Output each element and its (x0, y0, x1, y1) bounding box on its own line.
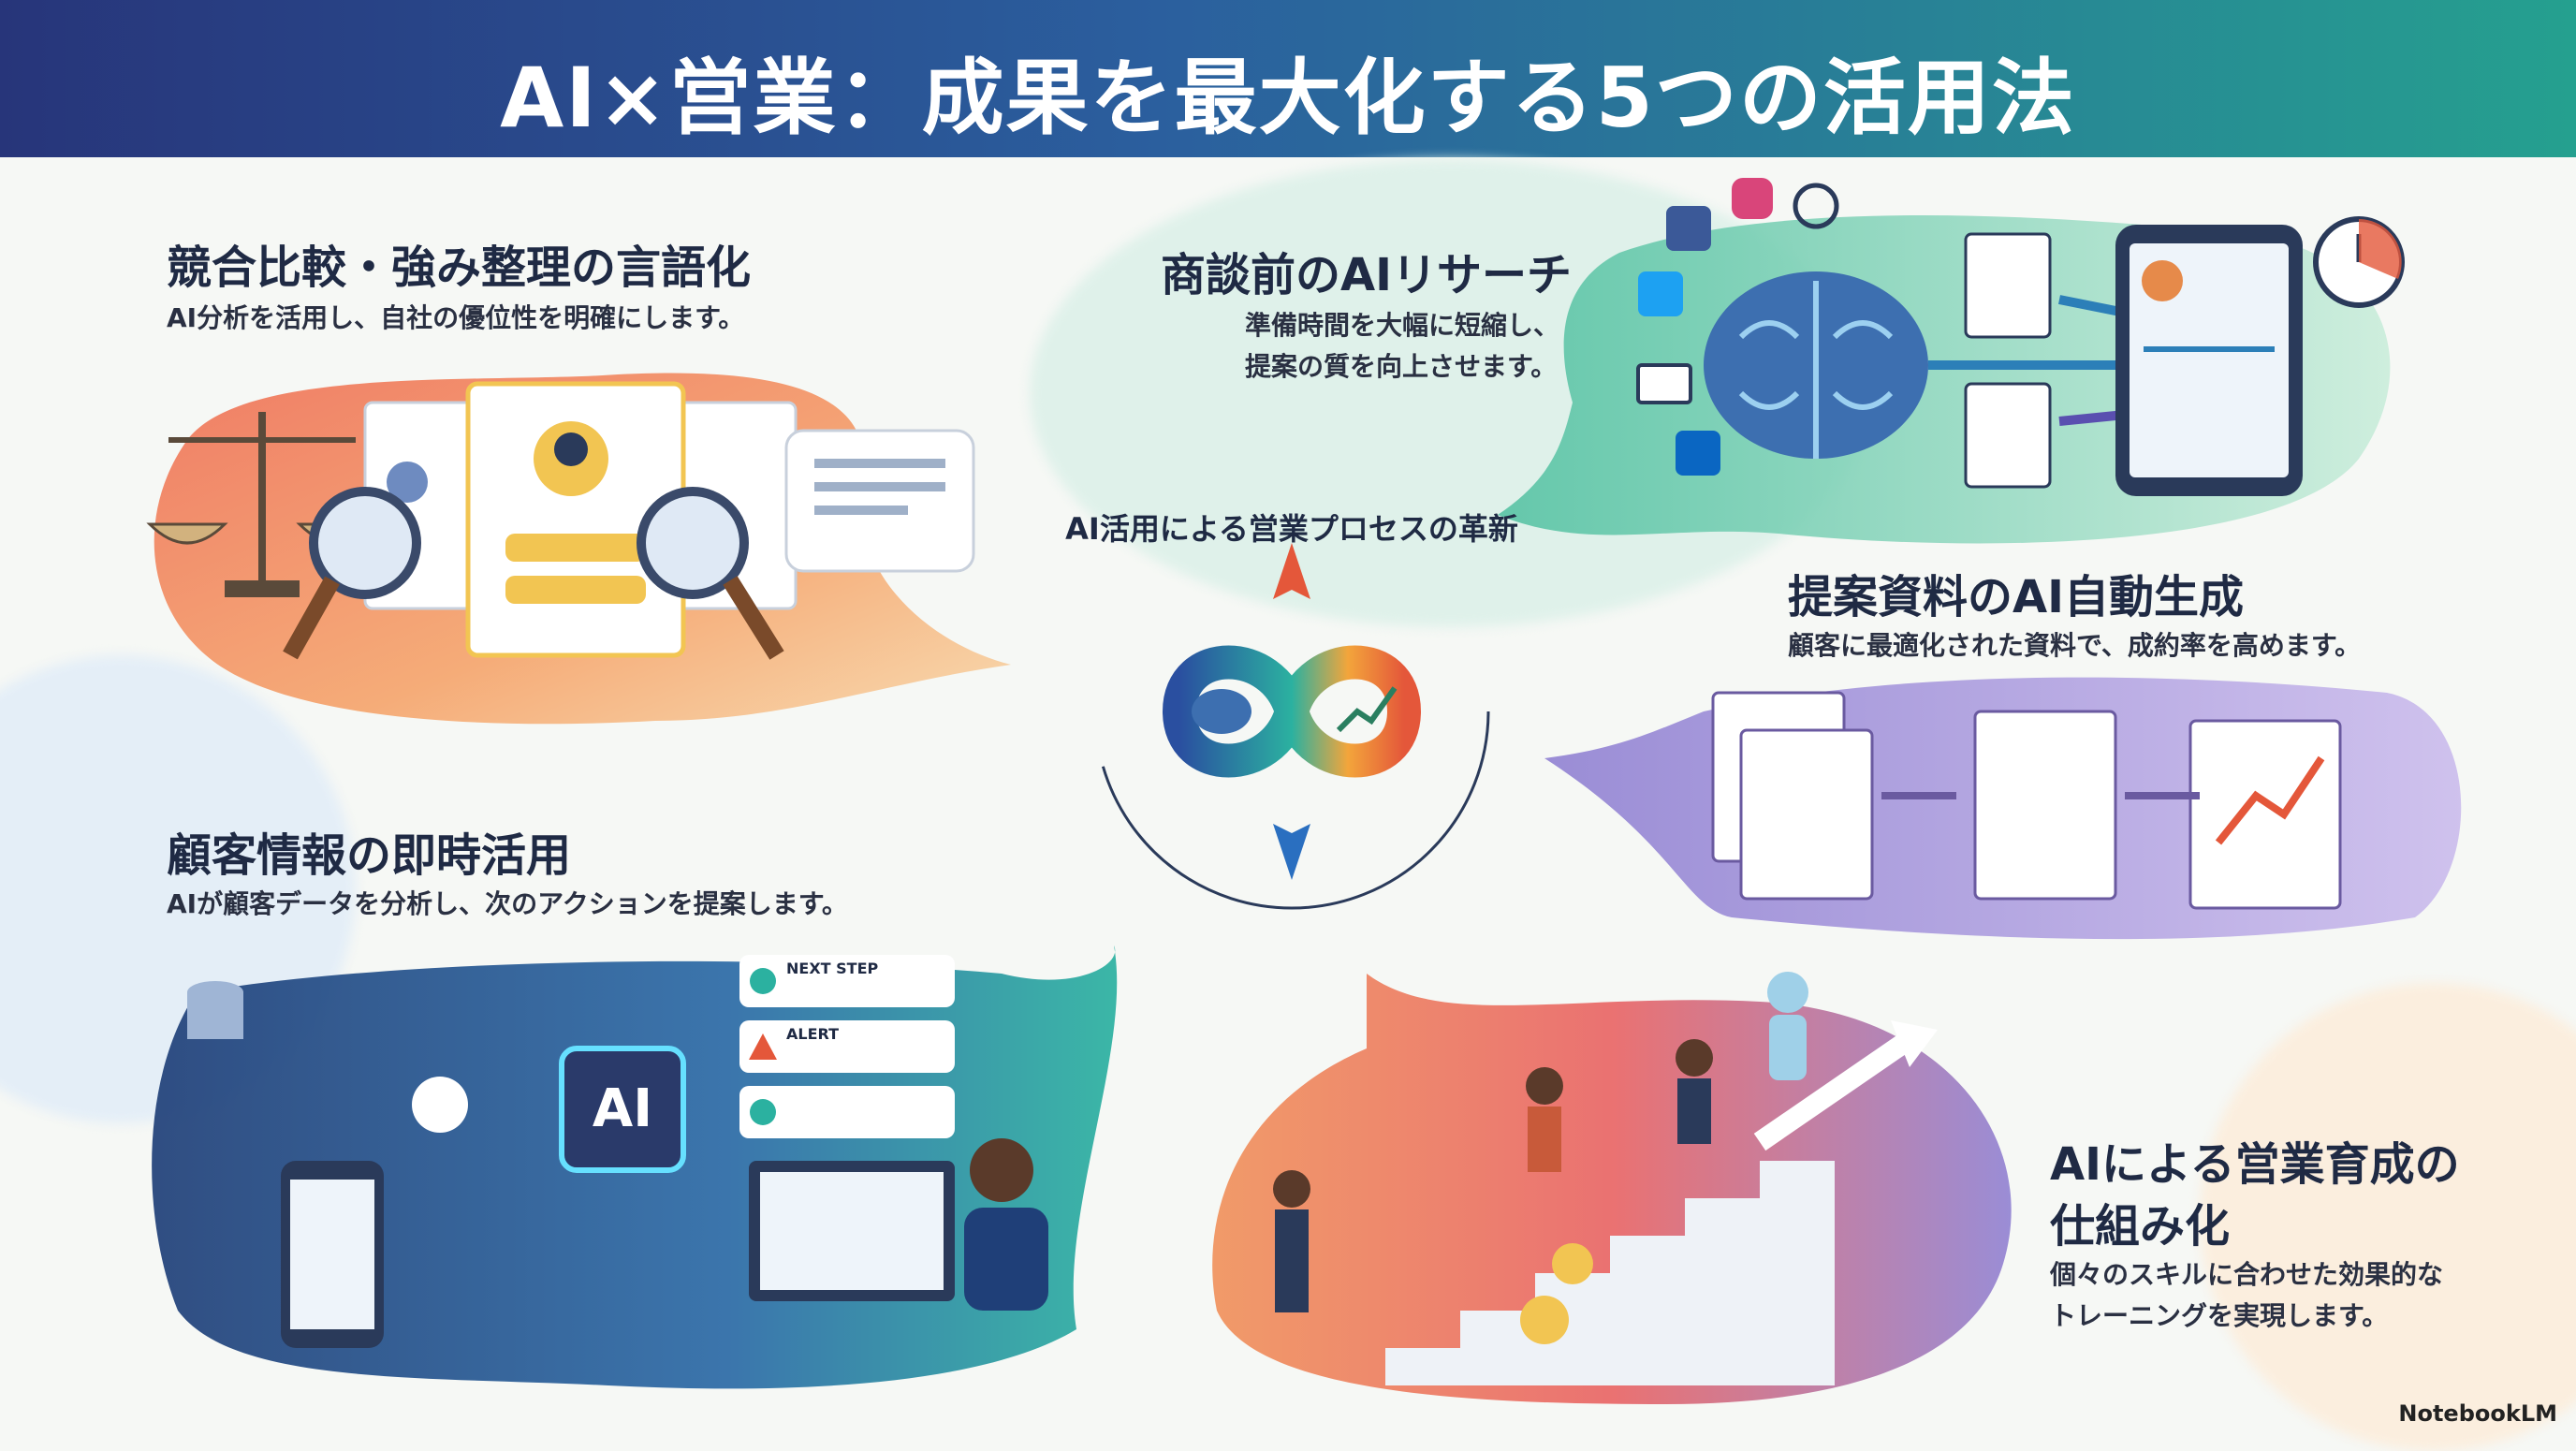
linkedin-icon (1676, 431, 1720, 476)
laptop-icon (749, 1161, 955, 1301)
section3-illustration (1544, 677, 2462, 940)
section5-desc-line2: トレーニングを実現します。 (2050, 1300, 2389, 1331)
facebook-icon (1666, 206, 1711, 251)
section1-title: 競合比較・強み整理の言語化 (167, 242, 752, 294)
section5-desc-line1: 個々のスキルに合わせた効果的な (2050, 1259, 2444, 1290)
header-banner: AI×営業：成果を最大化する5つの活用法 (0, 0, 2576, 157)
section4-illustration: AI NEXT STEP ALERT (152, 945, 1118, 1389)
mail-icon (1636, 363, 1692, 404)
brain-icon (1192, 689, 1251, 734)
section5-illustration (1212, 972, 2012, 1404)
bg-blob-peach (2200, 983, 2576, 1451)
person-climber (1676, 1039, 1713, 1144)
section1-desc: AI分析を活用し、自社の優位性を明確にします。 (167, 302, 745, 333)
section4-desc: AIが顧客データを分析し、次のアクションを提案します。 (167, 888, 848, 919)
section1-illustration (146, 373, 1011, 725)
medal-icon (1520, 1243, 1593, 1344)
stairs (1385, 1161, 1835, 1385)
person-mentor (1526, 1067, 1563, 1172)
globe-icon (1793, 183, 1839, 229)
person-at-laptop (964, 1138, 1048, 1311)
tablet-icon (2115, 225, 2303, 496)
robot-icon (1767, 972, 1808, 1080)
next-step-label: NEXT STEP (786, 960, 879, 977)
section3-desc: 顧客に最適化された資料で、成約率を高めます。 (1788, 630, 2362, 661)
alert-label: ALERT (786, 1025, 839, 1043)
section5-title-line1: AIによる営業育成の (2050, 1138, 2460, 1191)
section2-desc-line1: 準備時間を大幅に短縮し、 (1245, 310, 1560, 341)
list-card (739, 1086, 955, 1138)
stopwatch-icon (2313, 216, 2405, 308)
section4-title: 顧客情報の即時活用 (167, 829, 572, 882)
section3-title: 提案資料のAI自動生成 (1788, 571, 2245, 623)
smartphone-icon (281, 1161, 384, 1348)
center-emblem (1093, 513, 1490, 910)
infinity-icon (1162, 645, 1422, 778)
magnifier-icon (283, 487, 784, 660)
chart-icon (1336, 686, 1398, 733)
document-icon (1964, 232, 2052, 489)
center-label: AI活用による営業プロセスの革新 (1065, 511, 1518, 547)
section2-title: 商談前のAIリサーチ (1161, 249, 1573, 301)
alert-card (739, 1020, 955, 1073)
instagram-icon (1732, 178, 1773, 219)
ai-chip (559, 1046, 686, 1173)
ai-chip-label: AI (593, 1078, 652, 1139)
twitter-icon (1638, 271, 1683, 316)
section2-illustration (1498, 178, 2405, 544)
section5-title-line2: 仕組み化 (2050, 1200, 2231, 1253)
person-trainee (1273, 1170, 1310, 1312)
document-icon (1711, 691, 2342, 910)
page-title: AI×営業：成果を最大化する5つの活用法 (500, 50, 2076, 146)
database-icon (187, 981, 243, 1039)
chat-bubble-icon (784, 429, 975, 573)
next-step-card (739, 955, 955, 1007)
brain-icon (1704, 271, 1928, 459)
section2-desc-line2: 提案の質を向上させます。 (1245, 351, 1558, 382)
cart-icon (412, 1077, 468, 1133)
notebooklm-watermark: NotebookLM (2398, 1400, 2557, 1427)
